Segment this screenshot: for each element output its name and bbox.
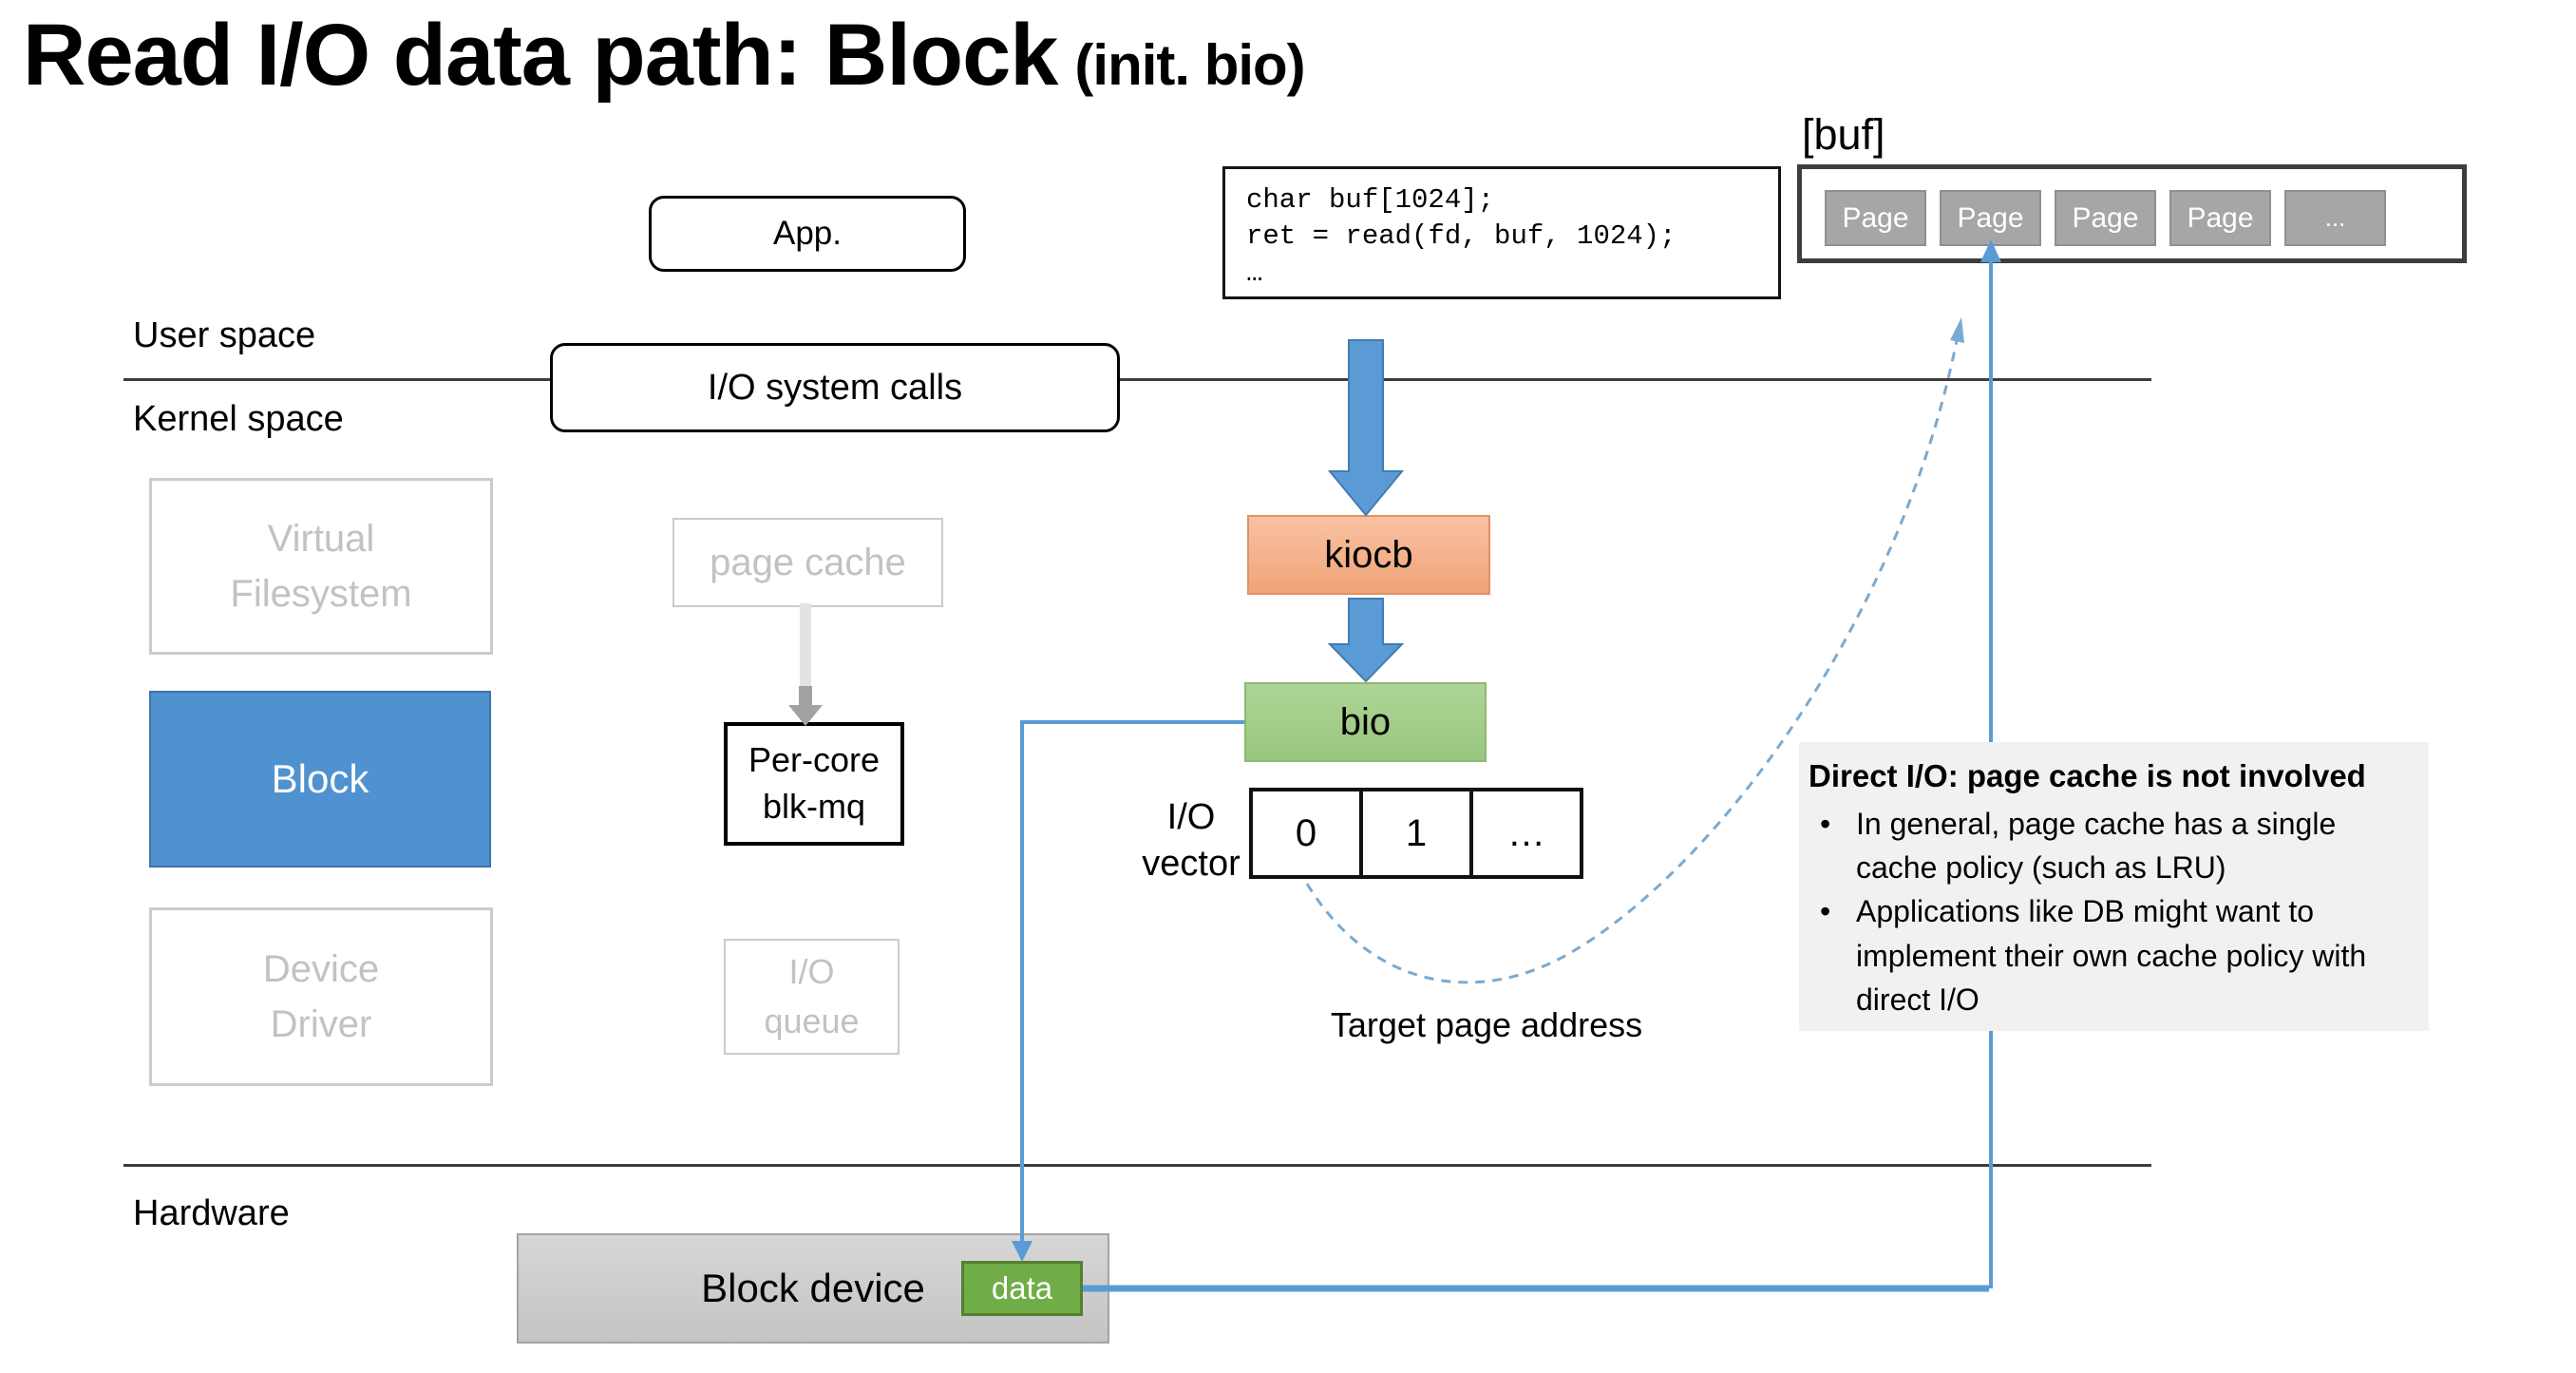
direct-io-bullet: In general, page cache has a single cach… (1809, 802, 2415, 890)
kernel-hardware-divider (123, 1164, 2151, 1167)
page-title: Read I/O data path: Block(init. bio) (23, 6, 1306, 105)
data-box: data (961, 1261, 1083, 1316)
target-page-address-label: Target page address (1330, 1005, 1643, 1044)
direct-io-bullet-list: In general, page cache has a single cach… (1809, 802, 2415, 1022)
zone-label-kernel-space: Kernel space (133, 399, 344, 439)
per-core-line1: Per-core (748, 740, 881, 780)
app-box: App. (649, 196, 966, 272)
code-line: ret = read(fd, buf, 1024); (1246, 220, 1676, 253)
io-queue-line1: I/O (788, 951, 835, 991)
zone-label-user-space: User space (133, 315, 316, 355)
down-arrow-read-to-kiocb (1327, 339, 1405, 517)
buf-label: [buf] (1802, 110, 1885, 159)
gray-arrow-shaft (800, 603, 811, 691)
direct-io-note: Direct I/O: page cache is not involved I… (1799, 742, 2429, 1031)
virtual-filesystem-box: Virtual Filesystem (149, 478, 493, 655)
data-box-label: data (991, 1270, 1053, 1306)
app-box-label: App. (773, 215, 842, 252)
gray-arrow-shaft-dark (799, 686, 812, 707)
page-cell: Page (2055, 190, 2156, 246)
code-line: char buf[1024]; (1246, 184, 1495, 216)
io-system-calls-box: I/O system calls (550, 343, 1120, 432)
page-cache-box: page cache (672, 518, 943, 607)
code-line: … (1246, 257, 1263, 289)
device-driver-line2: Driver (270, 1003, 372, 1045)
code-snippet-box: char buf[1024]; ret = read(fd, buf, 1024)… (1222, 166, 1781, 299)
page-cache-label: page cache (710, 542, 906, 583)
io-vector-cells: 0 1 … (1249, 788, 1583, 879)
bio-label: bio (1339, 700, 1392, 743)
io-system-calls-label: I/O system calls (707, 367, 963, 408)
page-title-main: Read I/O data path: Block (23, 7, 1058, 104)
vfs-line2: Filesystem (230, 573, 412, 615)
io-vector-cell: 1 (1359, 788, 1473, 879)
dashed-link-arrowhead (1950, 317, 1964, 343)
per-core-blk-mq-box: Per-core blk-mq (724, 722, 904, 846)
page-title-suffix: (init. bio) (1074, 33, 1305, 97)
block-device-label: Block device (701, 1266, 925, 1310)
direct-io-bullet: Applications like DB might want to imple… (1809, 889, 2415, 1021)
page-cell: Page (1940, 190, 2041, 246)
page-cell-ellipsis: ... (2284, 190, 2386, 246)
kiocb-box: kiocb (1247, 515, 1490, 595)
vfs-line1: Virtual (267, 518, 375, 560)
down-arrow-kiocb-to-bio (1327, 598, 1405, 683)
io-queue-box: I/O queue (724, 939, 900, 1055)
device-driver-box: Device Driver (149, 907, 493, 1086)
io-vector-cell-ellipsis: … (1469, 788, 1583, 879)
io-queue-line2: queue (764, 1001, 860, 1040)
block-layer-label: Block (271, 756, 369, 801)
block-layer-box: Block (149, 691, 491, 868)
per-core-line2: blk-mq (762, 787, 865, 826)
page-cell: Page (1825, 190, 1926, 246)
user-kernel-divider (123, 378, 2151, 381)
io-vector-cell: 0 (1249, 788, 1363, 879)
page-cell: Page (2169, 190, 2271, 246)
kiocb-label: kiocb (1324, 533, 1413, 576)
direct-io-heading: Direct I/O: page cache is not involved (1809, 758, 2366, 793)
zone-label-hardware: Hardware (133, 1193, 290, 1233)
device-driver-line1: Device (262, 948, 380, 990)
bio-box: bio (1244, 682, 1487, 762)
buf-pages-container: Page Page Page Page ... (1797, 164, 2467, 263)
